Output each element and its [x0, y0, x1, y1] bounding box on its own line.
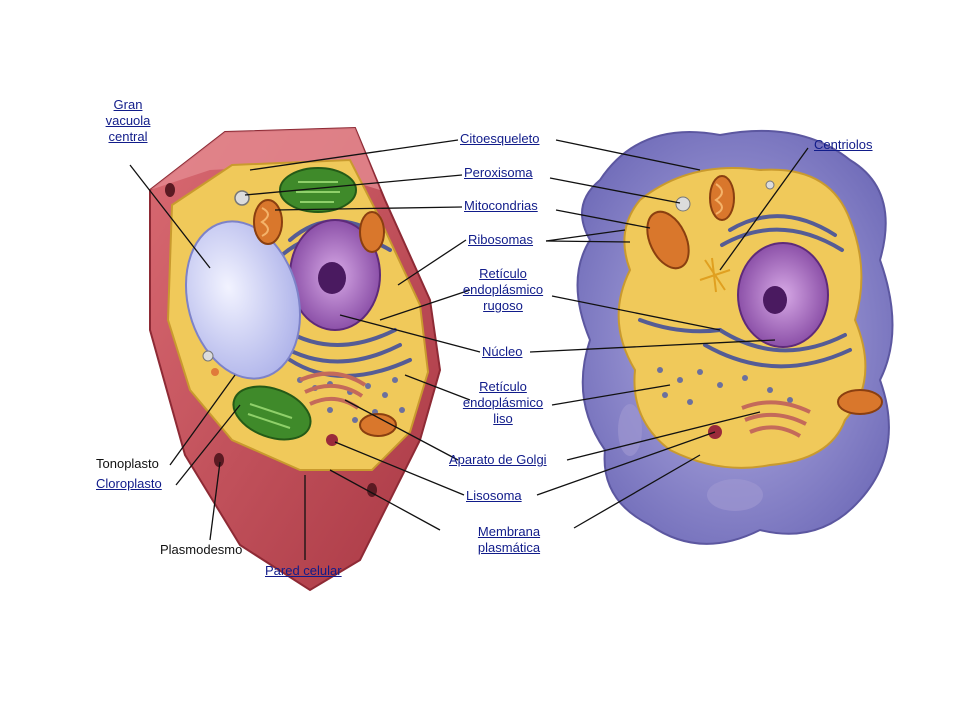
label-centriolos: Centriolos — [814, 137, 873, 152]
label-plasmodesmo: Plasmodesmo — [160, 542, 243, 557]
label-line: endoplásmico — [462, 395, 544, 410]
label-mitocondrias: Mitocondrias — [464, 198, 538, 213]
label-line: Retículo — [479, 266, 527, 281]
leader-lines — [129, 139, 809, 560]
label-citoesqueleto: Citoesqueleto — [460, 131, 540, 146]
label-reticulo-rugoso: Retículo endoplásmico rugoso — [463, 266, 543, 314]
label-line: plasmática — [477, 540, 541, 555]
label-line: endoplásmico — [462, 282, 544, 297]
label-lisosoma: Lisosoma — [466, 488, 522, 503]
label-membrana-plasmatica: Membrana plasmática — [478, 524, 540, 556]
plant-cell — [149, 126, 442, 592]
label-reticulo-liso: Retículo endoplásmico liso — [463, 379, 543, 427]
central-vacuole — [184, 220, 302, 380]
label-aparato-golgi: Aparato de Golgi — [449, 452, 547, 467]
label-line: Membrana — [477, 524, 541, 539]
label-line: vacuola — [105, 113, 151, 128]
label-line: liso — [493, 411, 513, 426]
label-pared-celular: Pared celular — [265, 563, 342, 578]
chloroplast-bottom — [232, 385, 312, 441]
animal-cell — [576, 129, 894, 545]
label-line: Retículo — [479, 379, 527, 394]
label-peroxisoma: Peroxisoma — [464, 165, 533, 180]
label-line: Gran — [113, 97, 143, 112]
label-line: central — [108, 129, 148, 144]
label-gran-vacuola-central: Gran vacuola central — [106, 97, 151, 145]
label-ribosomas: Ribosomas — [468, 232, 534, 247]
label-cloroplasto: Cloroplasto — [96, 476, 162, 491]
label-tonoplasto: Tonoplasto — [96, 456, 159, 471]
label-line: rugoso — [483, 298, 523, 313]
chloroplast-top — [279, 167, 357, 213]
label-nucleo: Núcleo — [482, 344, 523, 359]
